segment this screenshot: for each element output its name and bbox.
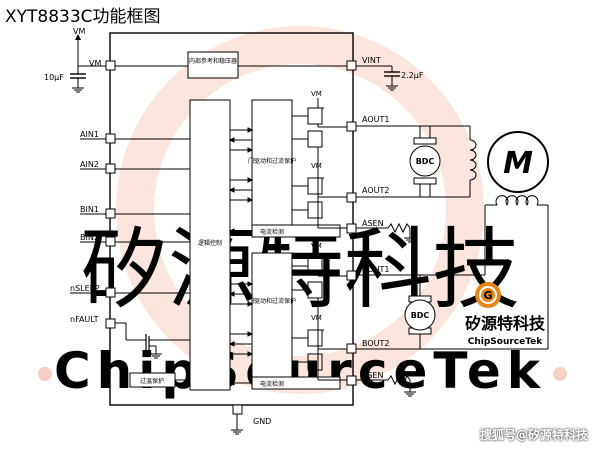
gate-driver-a [251,99,293,226]
pin-vm [105,60,116,71]
regulator-label-line: 内部参考和稳压器 [189,57,237,65]
logo-icon [475,282,501,308]
pin-gnd-label: GND [253,417,271,426]
pin-aout2-label: AOUT2 [362,186,389,195]
pin-ain2-label: AIN2 [80,160,99,169]
bdc-a-label: BDC [416,157,435,166]
pin-asen [346,223,357,234]
bdc-b [404,299,436,331]
gate-driver-b [251,252,293,378]
vm-supply: VM 10µF [44,27,110,93]
current-sense-a-label: 电流检测 [260,228,284,236]
nfault-transistor [145,334,190,359]
watermark-dot-left [38,367,52,381]
svg-text:G: G [483,289,492,302]
cap-vm-label: 10µF [44,73,64,82]
regulator-label: 内部参考和稳压器 [189,57,237,65]
footer-credit: 搜狐号@矽源特科技 [479,428,588,442]
pin-aout2 [346,192,357,203]
logo-sub: ChipSourceTek [468,337,544,347]
mos-vm-1: VM [311,90,322,98]
mos-vm-2: VM [311,162,322,170]
pin-ain1-label: AIN1 [80,130,99,139]
pin-bsen [346,375,357,386]
pin-bin1 [105,208,116,219]
pin-bsen-label: BSEN [362,371,383,380]
pin-vm-label: VM [89,59,101,68]
watermark-en: ChipSourceTek [54,342,546,400]
logic-block [189,99,231,391]
brush-a-bottom [413,177,437,185]
pin-nsleep-label: nSLEEP [70,284,100,293]
overtemp-label: 过温保护 [140,377,164,385]
brush-a-top [413,137,437,145]
pin-ain1 [105,133,116,144]
mos-vm-3: VM [311,242,322,250]
pin-bout2 [346,343,357,354]
pin-vint-label: VINT [362,56,381,65]
logic-gate-arrows [228,127,254,386]
company-logo: G 矽源特科技 ChipSourceTek [465,282,546,347]
pin-nfault-label: nFAULT [70,315,99,324]
gate-driver-b-label: 门驱动和过流保护 [248,297,296,305]
vm-arrow-icon [75,34,81,40]
pin-bout1-label: BOUT1 [362,265,389,274]
sense-resistors [356,222,416,397]
cap-vint-label: 2.2µF [401,71,424,80]
current-sense-b-label: 电流检测 [260,380,284,388]
pin-bout1 [346,270,357,281]
motor-symbol: M [503,146,533,181]
chip-outline [109,32,354,406]
logo-name: 矽源特科技 [465,314,546,333]
pin-ain2 [105,163,116,174]
motor-b-wiring [356,195,549,350]
pin-nfault [105,318,116,329]
mos-vm-4: VM [311,314,322,322]
pin-bin1-label: BIN1 [80,205,99,214]
pin-aout1-label: AOUT1 [362,115,389,124]
pin-nsleep [105,287,116,298]
pin-bin2-label: BIN2 [80,233,99,242]
logic-label: 逻辑控制 [198,239,222,247]
bdc-b-label: BDC [411,311,430,320]
motor-icon [487,131,549,193]
h-bridge-a: VM VM [292,90,347,229]
pin-aout1 [346,121,357,132]
bdc-a [409,145,441,177]
diagram-title: XYT8833C功能框图 [5,7,161,27]
watermark-dot-right [553,367,567,381]
pin-bout2-label: BOUT2 [362,339,389,348]
pin-bin2 [105,236,116,247]
h-bridge-b: VM VM [292,242,347,381]
left-pins: VM AIN1 AIN2 BIN1 BIN2 nSLEEP nFAULT [70,59,190,341]
pin-vint [346,60,357,71]
vm-supply-label: VM [73,27,85,36]
pin-gnd [232,404,243,415]
pin-asen-label: ASEN [362,219,384,228]
right-pins: VINT 2.2µF AOUT1 AOUT2 ASEN BOUT1 BOUT2 … [231,56,424,435]
regulator-block [187,51,239,79]
gate-driver-a-label: 门驱动和过流保护 [248,157,296,165]
